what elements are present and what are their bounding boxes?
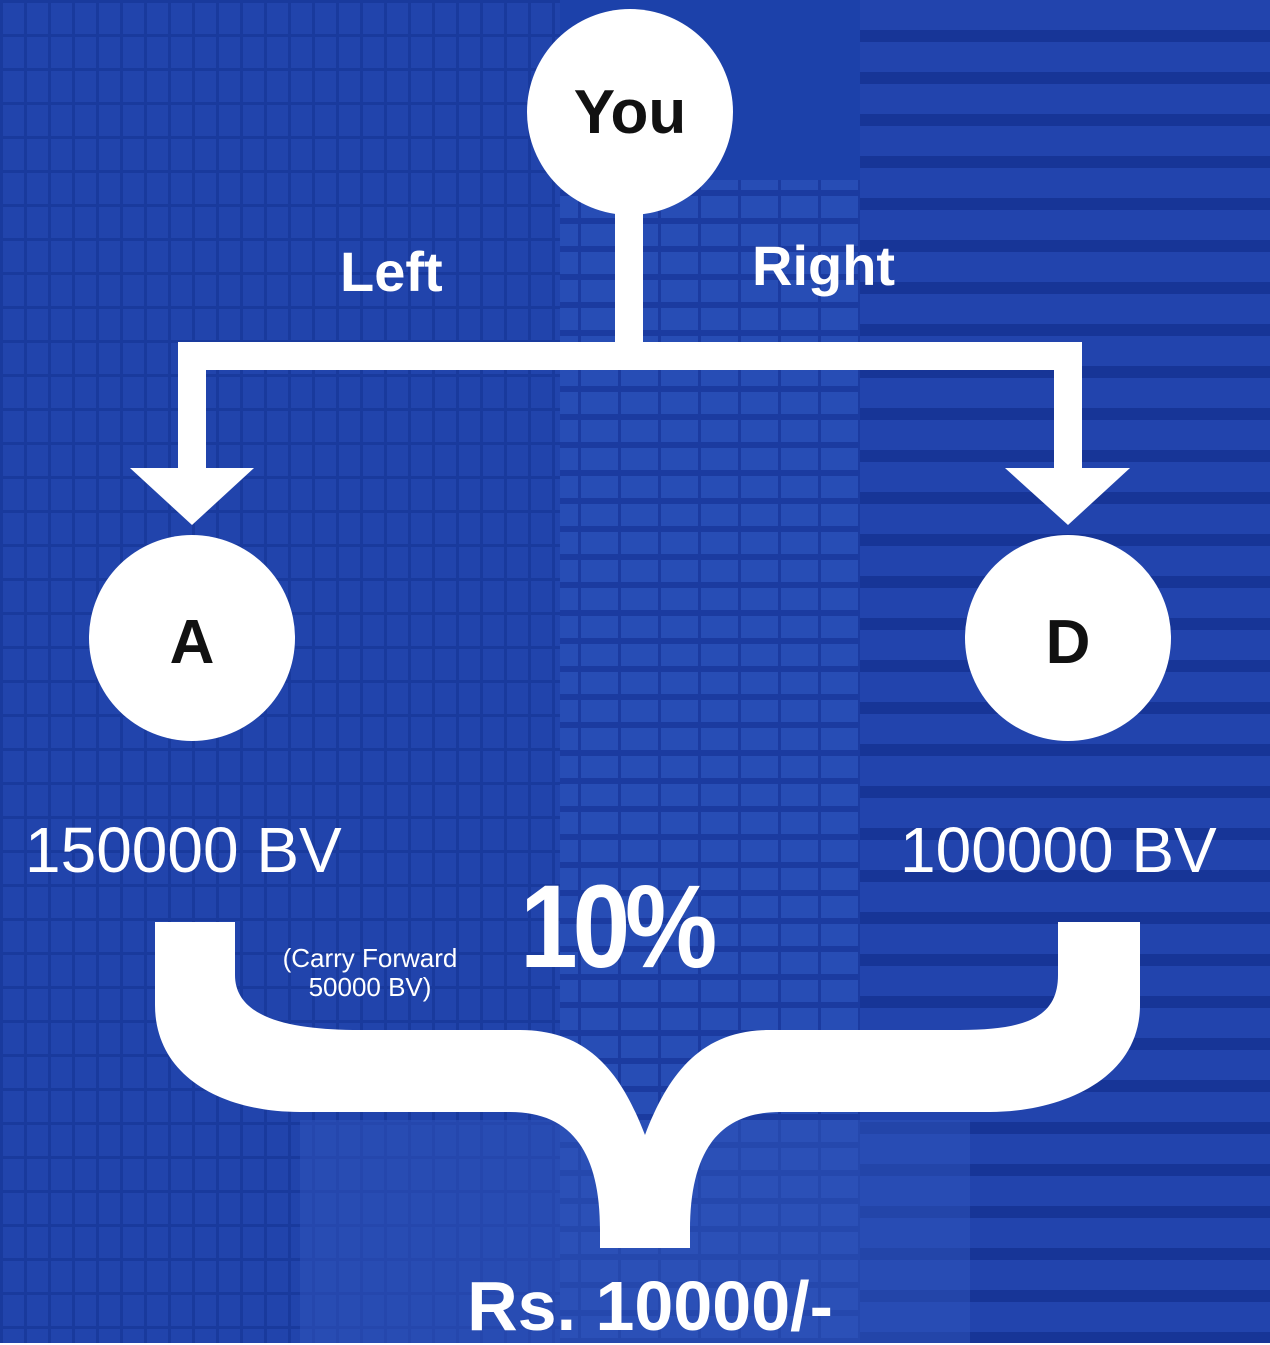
left-branch-line: [178, 342, 206, 490]
node-a: [89, 535, 295, 741]
right-branch-line: [1054, 342, 1082, 490]
left-arrow-head: [130, 468, 254, 525]
root-node-label: You: [573, 78, 687, 147]
node-a-label: A: [169, 608, 215, 677]
carry-forward-note: (Carry Forward 50000 BV): [262, 944, 478, 1002]
commission-rate: 10%: [520, 861, 717, 993]
node-d: [965, 535, 1171, 741]
carry-forward-line1: (Carry Forward: [282, 943, 458, 973]
node-d-label: D: [1045, 608, 1091, 677]
left-branch-label: Left: [340, 240, 443, 303]
payout-amount: Rs. 10000/-: [467, 1267, 833, 1345]
branch-bar: [178, 342, 1082, 370]
carry-forward-line2: 50000 BV): [308, 972, 432, 1002]
root-node: [527, 9, 733, 215]
root-stem: [615, 210, 643, 345]
right-arrow-head: [1005, 468, 1130, 525]
curly-brace: [155, 922, 1140, 1248]
left-volume: 150000 BV: [25, 814, 342, 886]
right-volume: 100000 BV: [900, 814, 1217, 886]
right-branch-label: Right: [752, 234, 896, 297]
